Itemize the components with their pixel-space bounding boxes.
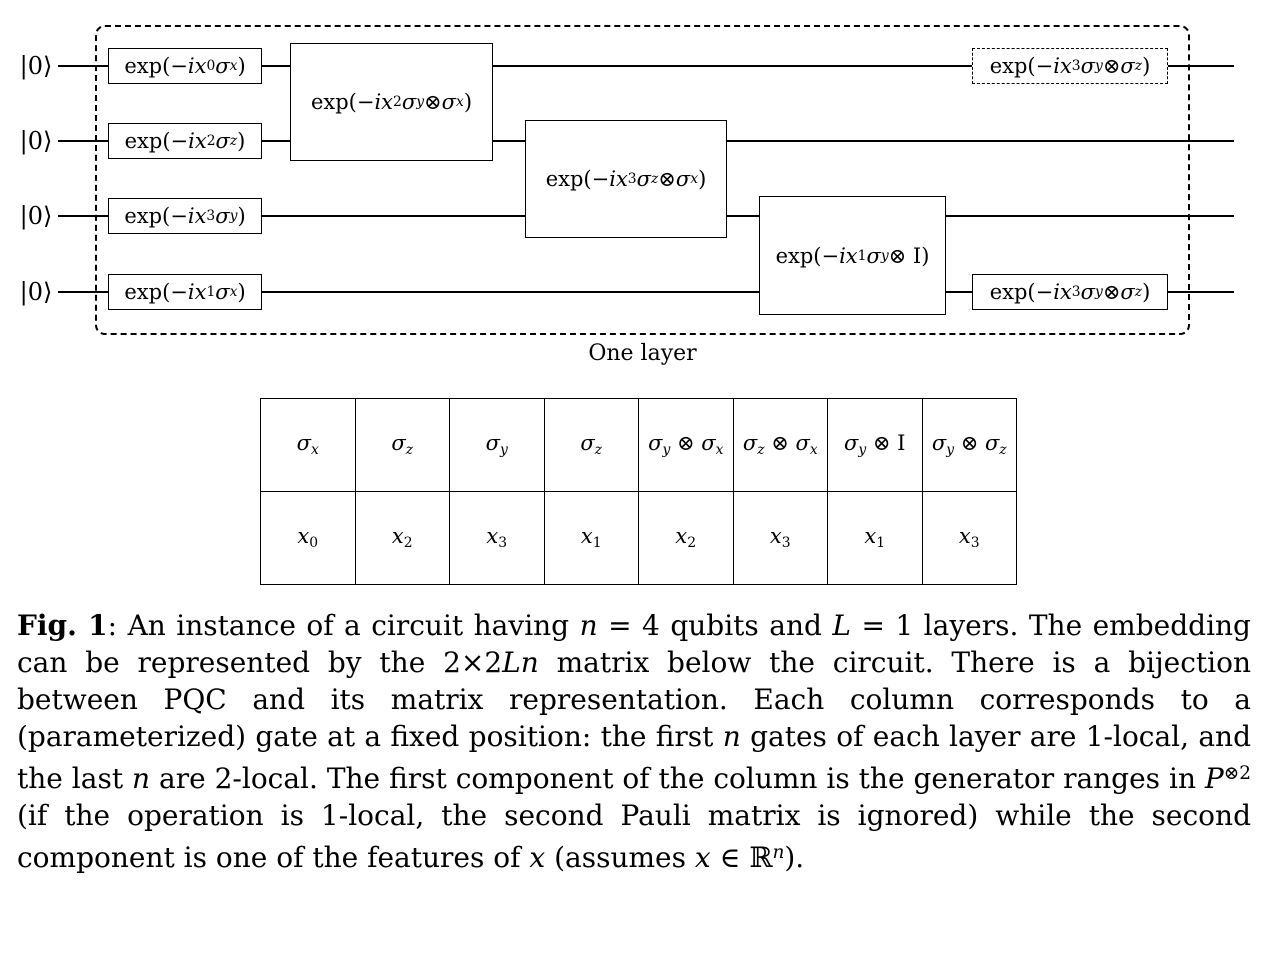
embedding-matrix-table: σx σz σy σz σy ⊗ σx σz ⊗ σx σy ⊗ I σy ⊗ … <box>260 398 1017 585</box>
generator-cell: σz <box>354 398 450 492</box>
feature-row: x0 x2 x3 x1 x2 x3 x1 x3 <box>260 491 1017 585</box>
feature-cell: x2 <box>354 491 450 585</box>
feature-cell: x3 <box>449 491 545 585</box>
figure-caption: Fig. 1: An instance of a circuit having … <box>17 609 1251 875</box>
generator-cell: σy ⊗ σz <box>921 398 1017 492</box>
generator-cell: σz ⊗ σx <box>732 398 828 492</box>
one-layer-dashed-frame <box>95 25 1190 335</box>
feature-cell: x0 <box>260 491 356 585</box>
generator-cell: σy ⊗ I <box>827 398 923 492</box>
feature-cell: x1 <box>543 491 639 585</box>
generator-cell: σx <box>260 398 356 492</box>
feature-cell: x3 <box>732 491 828 585</box>
qubit-ket-label-1: |0⟩ <box>19 127 53 155</box>
generator-cell: σy ⊗ σx <box>638 398 734 492</box>
qubit-ket-label-3: |0⟩ <box>19 278 53 306</box>
feature-cell: x1 <box>827 491 923 585</box>
generator-row: σx σz σy σz σy ⊗ σx σz ⊗ σx σy ⊗ I σy ⊗ … <box>260 398 1017 492</box>
one-layer-label: One layer <box>588 341 697 366</box>
qubit-wire-0 <box>58 65 1234 67</box>
qubit-ket-label-0: |0⟩ <box>19 52 53 80</box>
qubit-wire-3 <box>58 291 1234 293</box>
feature-cell: x2 <box>638 491 734 585</box>
qubit-ket-label-2: |0⟩ <box>19 202 53 230</box>
generator-cell: σy <box>449 398 545 492</box>
feature-cell: x3 <box>921 491 1017 585</box>
generator-cell: σz <box>543 398 639 492</box>
